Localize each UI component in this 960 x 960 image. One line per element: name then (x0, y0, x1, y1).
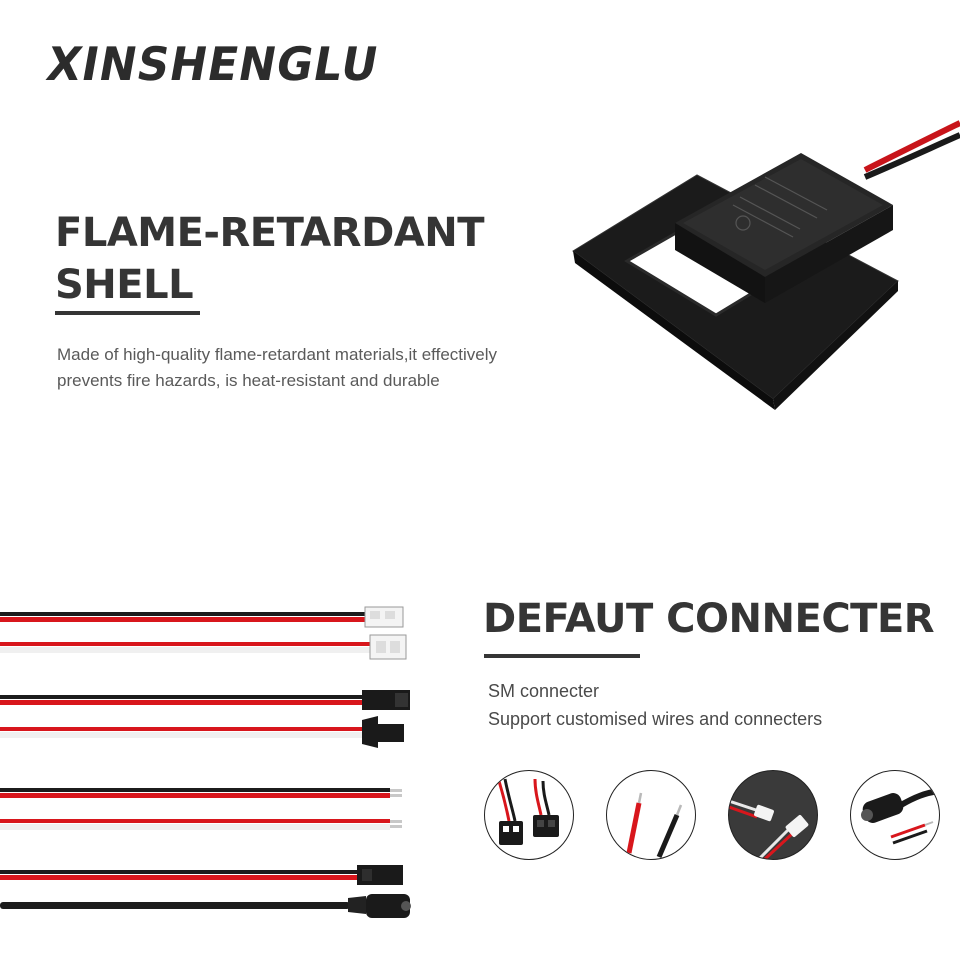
section-connector-text: SM connecter Support customised wires an… (488, 677, 822, 733)
section-flame-title-line2: SHELL (55, 262, 194, 308)
section-flame-title-line1: FLAME-RETARDANT (55, 210, 484, 256)
stripped-wire-ends-icon (626, 792, 683, 858)
section-connector-line1: SM connecter (488, 681, 600, 701)
wire-pair-jst-2 (0, 634, 407, 660)
thumbnail-bare-wires (606, 770, 696, 860)
dc-barrel-jack-icon (861, 788, 939, 845)
white-jst-connector-icon (729, 799, 809, 859)
section-flame-description-line1: Made of high-quality flame-retardant mat… (57, 345, 497, 364)
thumbnail-dc-jack (850, 770, 940, 860)
section-connector-underline (484, 654, 640, 658)
section-connector-title: DEFAUT CONNECTER (483, 596, 935, 642)
section-flame-title: FLAME-RETARDANT SHELL (55, 207, 484, 311)
wire-pair-bare-1 (0, 788, 402, 798)
wire-assortment-image (0, 606, 411, 918)
section-flame-underline (55, 311, 200, 315)
thumbnail-sm-connector (484, 770, 574, 860)
wire-pair-sm-plug (0, 865, 403, 885)
wire-pair-sm-1 (0, 690, 410, 710)
wire-pair-jst-1 (0, 606, 404, 628)
wire-pair-bare-2 (0, 819, 402, 830)
thumbnail-jst-connector (728, 770, 818, 860)
wire-pair-sm-2 (0, 716, 404, 748)
section-flame-description-line2: prevents fire hazards, is heat-resistant… (57, 371, 440, 390)
wire-dc-barrel (0, 894, 411, 918)
section-connector-line2: Support customised wires and connecters (488, 709, 823, 729)
product-switch-image (572, 120, 960, 410)
section-flame-description: Made of high-quality flame-retardant mat… (57, 342, 537, 394)
brand-logo: XINSHENGLU (42, 38, 383, 92)
sm-connector-pair-icon (497, 778, 559, 845)
